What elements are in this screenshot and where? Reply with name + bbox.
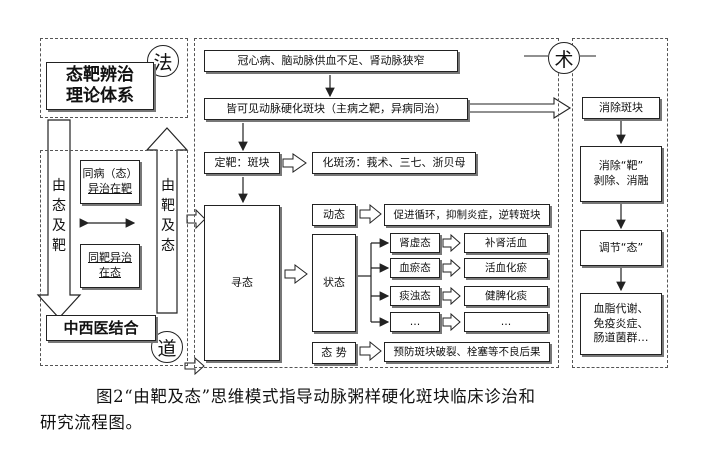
- common-plaque-box: 皆可见动脉硬化斑块（主病之靶，异病同治）: [204, 98, 468, 120]
- formula-box: 化斑汤：莪术、三七、浙贝母: [312, 152, 476, 174]
- integration-box: 中西医结合: [46, 315, 156, 341]
- dynamic-label-box: 动态: [312, 204, 356, 226]
- trend-action-box: 预防斑块破裂、栓塞等不良后果: [384, 342, 550, 362]
- middle-panel: [194, 38, 559, 368]
- eliminate-target-line2: 剥除、消融: [593, 174, 649, 187]
- eliminate-plaque-box: 消除斑块: [582, 97, 660, 119]
- same-disease-line1: 同病（态）: [82, 167, 138, 181]
- left-panel-bottom: [40, 150, 188, 366]
- left-panel-top: [40, 38, 188, 118]
- mechanisms-line2: 免疫炎症、: [593, 316, 649, 330]
- trend-label-box: 态 势: [312, 342, 356, 364]
- mechanisms-line1: 血脂代谢、: [593, 301, 649, 315]
- theory-line1: 态靶辨治: [66, 64, 134, 85]
- same-target-line2: 在态: [99, 266, 121, 279]
- theory-line2: 理论体系: [66, 86, 134, 106]
- arrow-down-left: [36, 119, 82, 319]
- diseases-box: 冠心病、脑动脉供血不足、肾动脉狭窄: [204, 50, 458, 72]
- right-panel: [572, 38, 668, 368]
- eliminate-target-box: 消除“靶” 剥除、消融: [580, 146, 662, 202]
- arrow-right-text: 由靶及态: [161, 178, 175, 254]
- eliminate-target-line1: 消除“靶”: [598, 159, 644, 173]
- treat-kidney-box: 补肾活血: [464, 233, 548, 253]
- treat-phlegm-box: 健脾化痰: [464, 286, 548, 306]
- dynamic-action-box: 促进循环，抑制炎症，逆转斑块: [384, 204, 550, 226]
- state-kidney-box: 肾虚态: [390, 233, 440, 253]
- state-more-box: …: [390, 312, 440, 332]
- target-box: 定靶：斑块: [204, 152, 280, 174]
- caption-line1: 图2“由靶及态”思维模式指导动脉粥样硬化斑块临床诊治和: [96, 387, 536, 406]
- figure-caption: 图2“由靶及态”思维模式指导动脉粥样硬化斑块临床诊治和 研究流程图。: [40, 384, 690, 436]
- treat-more-box: …: [464, 312, 548, 332]
- arrow-to-eliminate: [467, 97, 572, 119]
- caption-line2: 研究流程图。: [40, 413, 143, 432]
- state-phlegm-box: 痰浊态: [390, 286, 440, 306]
- state-label-box: 状态: [312, 234, 356, 332]
- state-blood-box: 血瘀态: [390, 258, 440, 278]
- same-target-box: 同靶异治 在态: [80, 244, 140, 288]
- mechanisms-line3: 肠道菌群…: [593, 331, 649, 345]
- dao-circle: 道: [151, 331, 183, 363]
- same-disease-line2: 异治在靶: [88, 182, 132, 195]
- same-target-line1: 同靶异治: [88, 251, 132, 265]
- theory-system-box: 态靶辨治 理论体系: [46, 62, 154, 110]
- mechanisms-box: 血脂代谢、 免疫炎症、 肠道菌群…: [580, 293, 662, 355]
- shu-circle: 术: [548, 42, 580, 74]
- regulate-state-box: 调节“态”: [580, 230, 662, 266]
- arrow-left-text: 由态及靶: [52, 178, 66, 254]
- same-disease-box: 同病（态） 异治在靶: [80, 160, 140, 204]
- seek-state-box: 寻态: [204, 205, 280, 361]
- treat-blood-box: 活血化瘀: [464, 258, 548, 278]
